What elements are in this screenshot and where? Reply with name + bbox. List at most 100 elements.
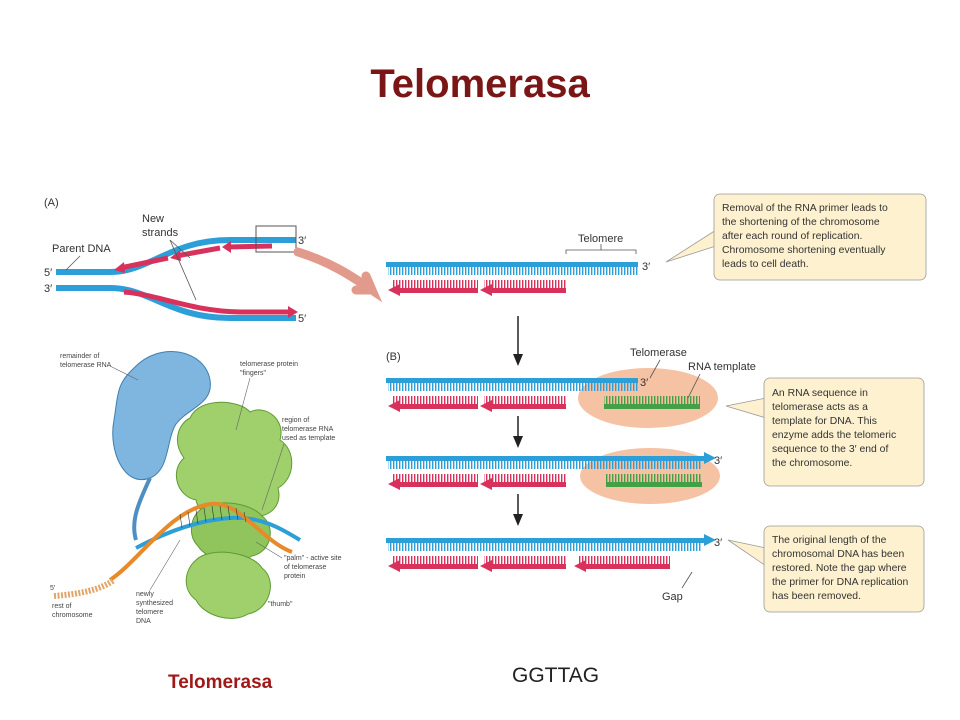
sequence-text: GGTTAG	[512, 664, 600, 687]
row1-3prime: 3′	[640, 377, 648, 389]
zoom-box	[255, 225, 297, 253]
note-box-2: An RNA sequence in telomerase acts as a …	[725, 377, 925, 487]
note3-line: the primer for DNA replication	[772, 577, 909, 588]
parent-strand-bottom	[56, 285, 296, 321]
parent-strand-top	[56, 237, 296, 275]
new-strands-pointer-1	[169, 239, 191, 259]
note1-line: the shortening of the chromosome	[722, 217, 880, 228]
row3-top-strand	[386, 538, 704, 543]
panel-b-row1: (B) Telomerase RNA template 3′	[386, 347, 756, 428]
row3-top-ticks	[388, 543, 702, 551]
note1-line: leads to cell death.	[722, 259, 809, 270]
label-remainder-rna-2: telomerase RNA	[60, 362, 112, 369]
row2-primer-1	[398, 482, 478, 487]
fork-3prime-top: 3′	[298, 235, 306, 247]
label-thumb: "thumb"	[268, 601, 293, 608]
note-box-3: The original length of the chromosomal D…	[727, 525, 925, 613]
note3-line: The original length of the	[772, 535, 887, 546]
new-strand-top-3-arrow	[222, 241, 231, 253]
fork-3prime-left: 3′	[44, 283, 52, 295]
label-region-rna-3: used as template	[282, 435, 335, 442]
telomerase-rna-blob	[112, 351, 211, 481]
flow-arrow-3	[513, 514, 523, 526]
rna-template-label: RNA template	[688, 361, 756, 373]
row0-primer-ticks-1	[392, 280, 478, 288]
note2-line: enzyme adds the telomeric	[772, 430, 896, 441]
label-newly-2: synthesized	[136, 600, 173, 607]
telomere-bracket	[565, 244, 637, 254]
thumb-subunit	[185, 551, 271, 619]
panel-a-tag: (A)	[44, 197, 59, 209]
parent-dna-label: Parent DNA	[52, 243, 111, 255]
note2-line: An RNA sequence in	[772, 388, 868, 399]
row2-top-ticks	[388, 461, 702, 469]
row3-3prime: 3′	[714, 537, 722, 549]
row0-primer-ticks-2	[484, 280, 566, 288]
note2-line: the chromosome.	[772, 458, 852, 469]
structure-caption: Telomerasa	[168, 672, 273, 693]
note1-line: Removal of the RNA primer leads to	[722, 203, 888, 214]
flow-arrows	[513, 316, 523, 526]
panel-a: (A) New strands Parent DNA 5′ 3′ 3′ 5′	[44, 197, 383, 325]
row-telomere: Telomere 3′	[386, 233, 650, 296]
new-strand-top-3	[227, 243, 273, 250]
note3-line: has been removed.	[772, 591, 861, 602]
note1-line: Chromosome shortening eventually	[722, 245, 886, 256]
note2-line: sequence to the 3′ end of	[772, 444, 888, 455]
note-box-1: Removal of the RNA primer leads to the s…	[665, 193, 927, 281]
note3-line: restored. Note the gap where	[772, 563, 907, 574]
slide-title: Telomerasa	[370, 62, 590, 106]
rest-of-chromosome	[53, 577, 116, 599]
label-newly-4: DNA	[136, 618, 151, 625]
panel-b-row3: 3′ Gap	[386, 534, 722, 603]
helix-rungs	[179, 505, 247, 529]
fork-5prime-bottom: 5′	[298, 313, 306, 325]
new-strand-bottom-arrow	[288, 306, 298, 318]
new-strand-top	[119, 255, 169, 271]
flow-arrow-2	[513, 436, 523, 448]
rna-template-ticks-2	[606, 474, 702, 482]
row0-primer-1-arrow	[388, 284, 400, 296]
label-newly-1: newly	[136, 591, 154, 598]
label-region-rna-1: region of	[282, 417, 309, 424]
row0-top-strand	[386, 262, 638, 267]
note3-line: chromosomal DNA has been	[772, 549, 904, 560]
label-fingers-2: "fingers"	[240, 370, 266, 377]
flow-arrow-1	[513, 354, 523, 366]
telomerase-structure: remainder of telomerase RNA telomerase p…	[50, 351, 342, 625]
row1-primer-1	[398, 404, 478, 409]
label-remainder-rna-1: remainder of	[60, 353, 99, 360]
row1-primer-ticks-2	[484, 396, 566, 404]
row1-top-strand	[386, 378, 638, 383]
zoom-arrow	[293, 247, 383, 303]
label-region-rna-2: telomerase RNA	[282, 426, 334, 433]
note1-line: after each round of replication.	[722, 231, 862, 242]
row1-primer-ticks-1	[392, 396, 478, 404]
label-rest-2: chromosome	[52, 612, 93, 619]
telomerase-label: Telomerase	[630, 347, 687, 359]
row3-primer-3	[584, 564, 670, 569]
row2-primer-2	[490, 482, 566, 487]
gap-label: Gap	[662, 591, 683, 603]
label-palm-2: of telomerase	[284, 564, 327, 571]
new-strand-top-2	[175, 245, 221, 259]
row0-primer-2-arrow	[480, 284, 492, 296]
row3-primer-1	[398, 564, 478, 569]
rna-template-2	[606, 482, 702, 487]
row0-top-ticks	[388, 267, 638, 275]
helix-orange-strand	[108, 501, 293, 582]
new-strand-bottom	[123, 289, 290, 315]
panel-b-tag: (B)	[386, 351, 401, 363]
new-strands-pointer-2	[169, 239, 197, 301]
new-strands-label-1: New	[142, 213, 164, 225]
new-strand-top-arrow	[114, 262, 125, 273]
note2-line: telomerase acts as a	[772, 402, 868, 413]
rna-template-1	[604, 404, 700, 409]
rna-tail	[132, 477, 152, 541]
row0-3prime: 3′	[642, 261, 650, 273]
row0-primer-1	[398, 288, 478, 293]
parent-dna-pointer	[65, 255, 81, 271]
fork-5prime-left: 5′	[44, 267, 52, 279]
rna-template-ticks-1	[604, 396, 700, 404]
row2-3prime: 3′	[714, 455, 722, 467]
